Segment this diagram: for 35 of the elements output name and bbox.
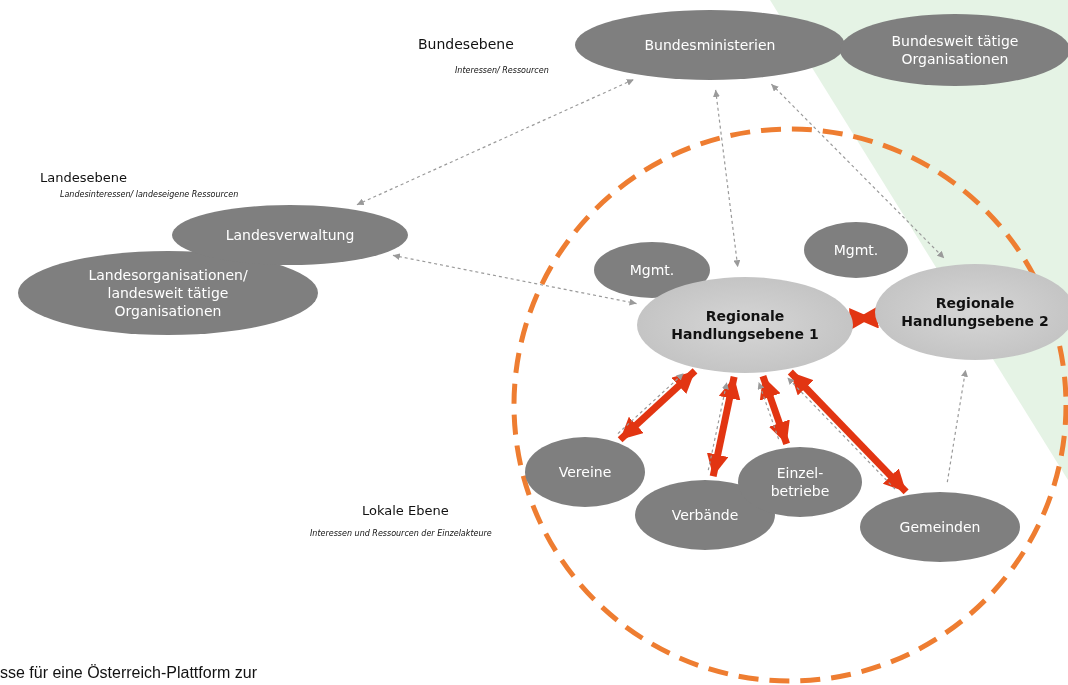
ellipse-node: [525, 437, 645, 507]
level-subtitle: Interessen/ Ressourcen: [455, 66, 549, 75]
node-label: Regionale Handlungsebene 1: [670, 306, 820, 344]
node-label: Gemeinden: [899, 517, 981, 537]
arrow: [770, 83, 945, 259]
arrow: [706, 376, 741, 477]
ellipse-node: [804, 222, 908, 278]
arrow: [786, 376, 896, 490]
arrow: [787, 369, 909, 495]
level-subtitle: Interessen und Ressourcen der Einzelakteure: [310, 529, 492, 538]
level-heading: Lokale Ebene: [362, 503, 449, 518]
arrow: [713, 89, 741, 268]
arrow: [946, 369, 968, 483]
node-label: Vereine: [558, 462, 612, 482]
arrow: [617, 372, 685, 435]
node-label: Bundesweit tätige Organisationen: [890, 31, 1020, 69]
node-label: Verbände: [671, 505, 739, 525]
arrow: [392, 253, 638, 306]
arrow: [849, 306, 879, 331]
arrow: [356, 78, 635, 206]
arrow: [759, 375, 790, 446]
arrow: [757, 381, 780, 440]
arrow: [617, 368, 698, 443]
level-heading: Bundesebene: [418, 36, 514, 52]
caption-text: sse für eine Österreich-Plattform zur: [0, 664, 257, 682]
node-label: Regionale Handlungsebene 2: [900, 293, 1050, 331]
node-label: Bundesministerien: [644, 35, 776, 55]
node-label: Landesorganisationen/ landesweit tätige Organisationen: [87, 265, 249, 321]
arrow: [707, 381, 729, 471]
node-label: Mgmt.: [833, 240, 879, 260]
level-heading: Landesebene: [40, 170, 127, 185]
node-label: Landesverwaltung: [225, 225, 355, 245]
level-subtitle: Landesinteressen/ landeseigene Ressourcen: [60, 190, 239, 199]
node-label: Einzel- betriebe: [769, 463, 831, 501]
node-label: Mgmt.: [629, 260, 675, 280]
